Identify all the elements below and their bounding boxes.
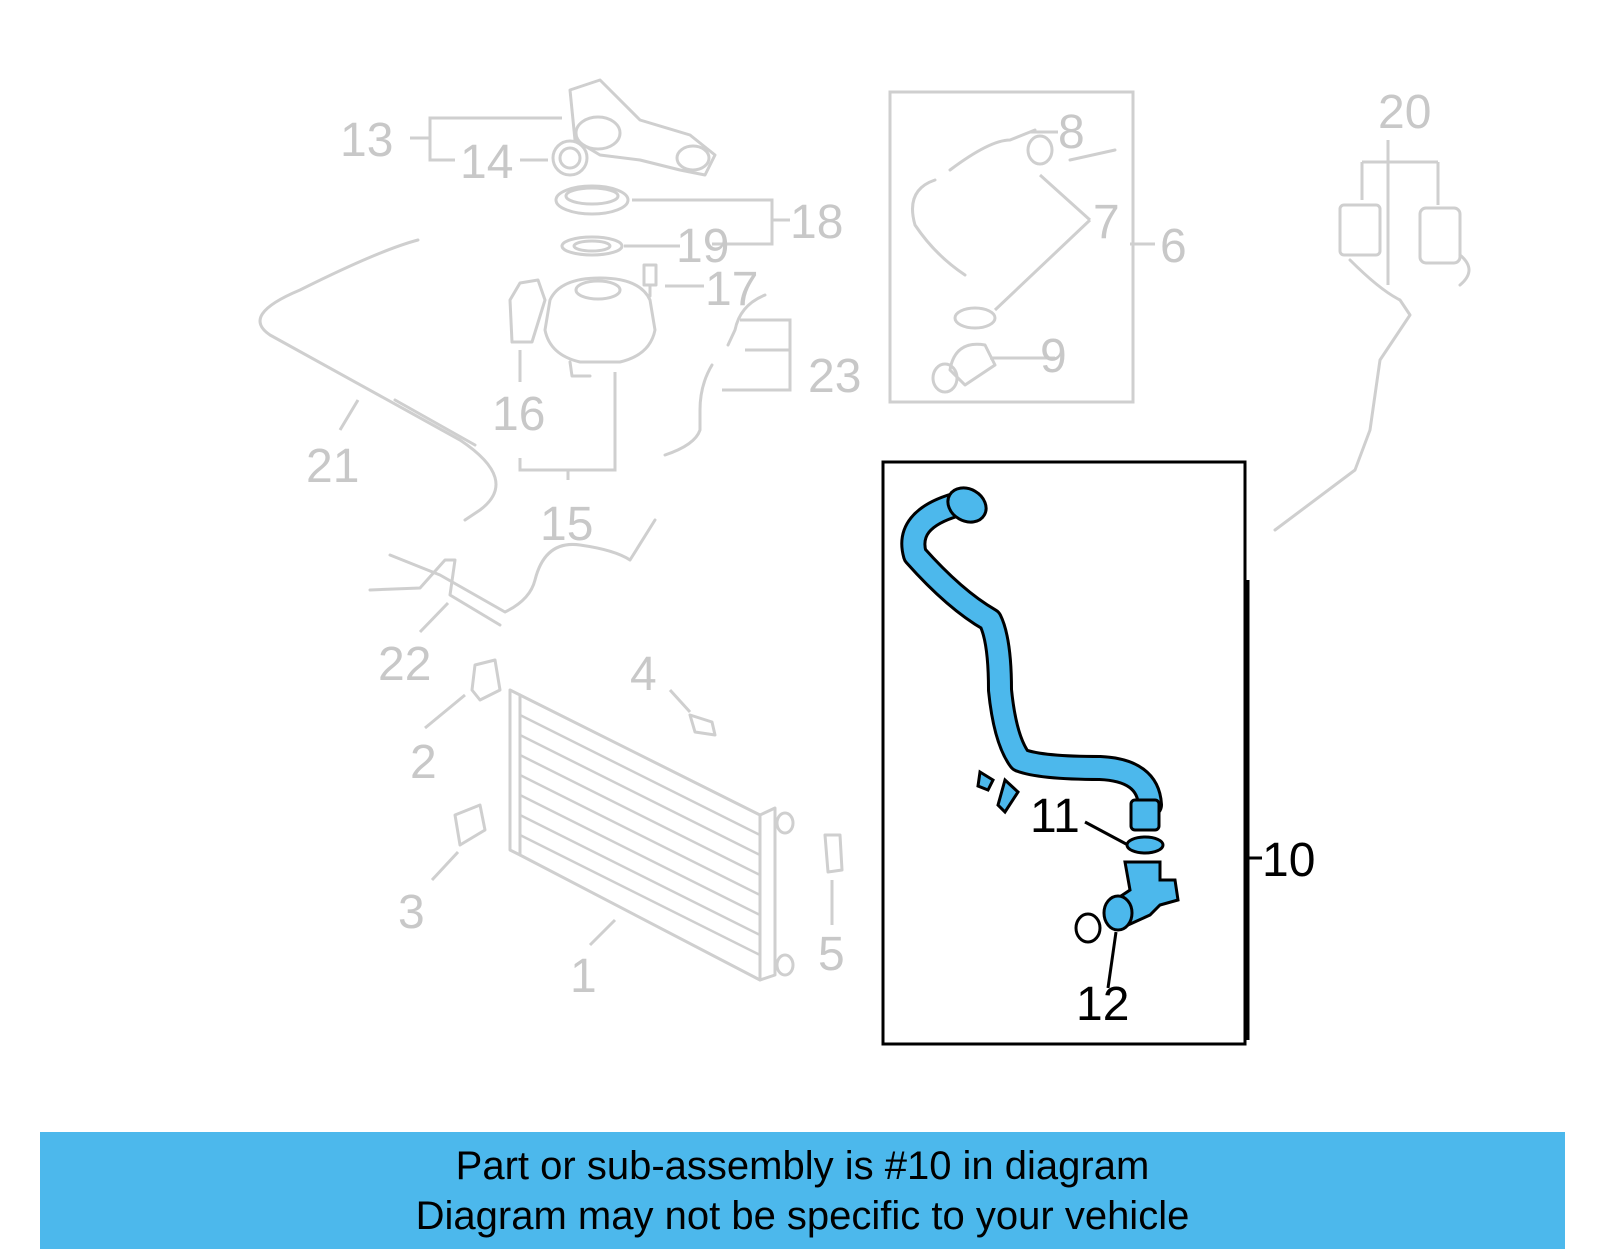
banner-line-1: Part or sub-assembly is #10 in diagram bbox=[455, 1143, 1150, 1188]
bolt-part bbox=[642, 263, 658, 298]
pipe-20-part bbox=[1273, 258, 1412, 532]
sensor-4-part bbox=[688, 713, 717, 737]
callout-17: 17 bbox=[705, 263, 758, 316]
callout-1: 1 bbox=[570, 950, 597, 1003]
bracket-3-part bbox=[453, 803, 487, 847]
hose-21-part bbox=[258, 238, 498, 522]
background-parts bbox=[258, 78, 1471, 982]
callout-8: 8 bbox=[1058, 106, 1085, 159]
sub-assembly-10-group bbox=[881, 460, 1262, 1046]
faded-leader-lines bbox=[338, 116, 1440, 947]
callout-15: 15 bbox=[540, 498, 593, 551]
callout-4: 4 bbox=[630, 648, 657, 701]
valve-20b-part bbox=[1418, 206, 1462, 265]
callout-5: 5 bbox=[818, 928, 845, 981]
coolant-reservoir-part bbox=[543, 276, 657, 378]
elbow-9-part bbox=[948, 342, 997, 387]
bracket-2-part bbox=[470, 658, 502, 702]
callout-16: 16 bbox=[492, 388, 545, 441]
valve-20a-part bbox=[1338, 203, 1382, 257]
banner-line-2: Diagram may not be specific to your vehi… bbox=[415, 1193, 1190, 1238]
o-ring-part bbox=[1074, 912, 1102, 944]
callout-19: 19 bbox=[676, 220, 729, 273]
hose-23-part bbox=[663, 293, 767, 457]
callout-18: 18 bbox=[790, 196, 843, 249]
radiator-part bbox=[508, 688, 795, 982]
callout-23: 23 bbox=[808, 350, 861, 403]
callout-7: 7 bbox=[1093, 196, 1120, 249]
info-banner: Part or sub-assembly is #10 in diagram D… bbox=[40, 1132, 1565, 1249]
callout-20: 20 bbox=[1378, 86, 1431, 139]
callout-9: 9 bbox=[1040, 330, 1067, 383]
clamp-11-part bbox=[1125, 835, 1165, 855]
callout-13: 13 bbox=[340, 114, 393, 167]
callout-21: 21 bbox=[306, 440, 359, 493]
callout-11: 11 bbox=[1030, 790, 1080, 843]
sensor-5-part bbox=[823, 833, 844, 874]
hose-7-part bbox=[911, 178, 967, 277]
callout-6: 6 bbox=[1160, 220, 1187, 273]
hose-end-fitting bbox=[1129, 798, 1161, 832]
callout-10: 10 bbox=[1262, 834, 1315, 887]
callout-22: 22 bbox=[378, 638, 431, 691]
reservoir-cap-part bbox=[554, 184, 630, 257]
pipe-22-part bbox=[388, 518, 657, 614]
sub-assembly-6-box bbox=[888, 90, 1135, 404]
callout-12: 12 bbox=[1076, 978, 1129, 1031]
callout-labels: 1 2 3 4 5 6 7 8 9 10 11 12 13 14 15 16 1… bbox=[306, 86, 1431, 1031]
callout-2: 2 bbox=[410, 736, 437, 789]
sub-assembly-10-box bbox=[881, 460, 1247, 1046]
clip-part bbox=[976, 769, 1020, 815]
thermostat-housing-part bbox=[551, 78, 717, 177]
callout-3: 3 bbox=[398, 886, 425, 939]
bracket-part bbox=[508, 278, 547, 344]
callout-14: 14 bbox=[460, 136, 513, 189]
